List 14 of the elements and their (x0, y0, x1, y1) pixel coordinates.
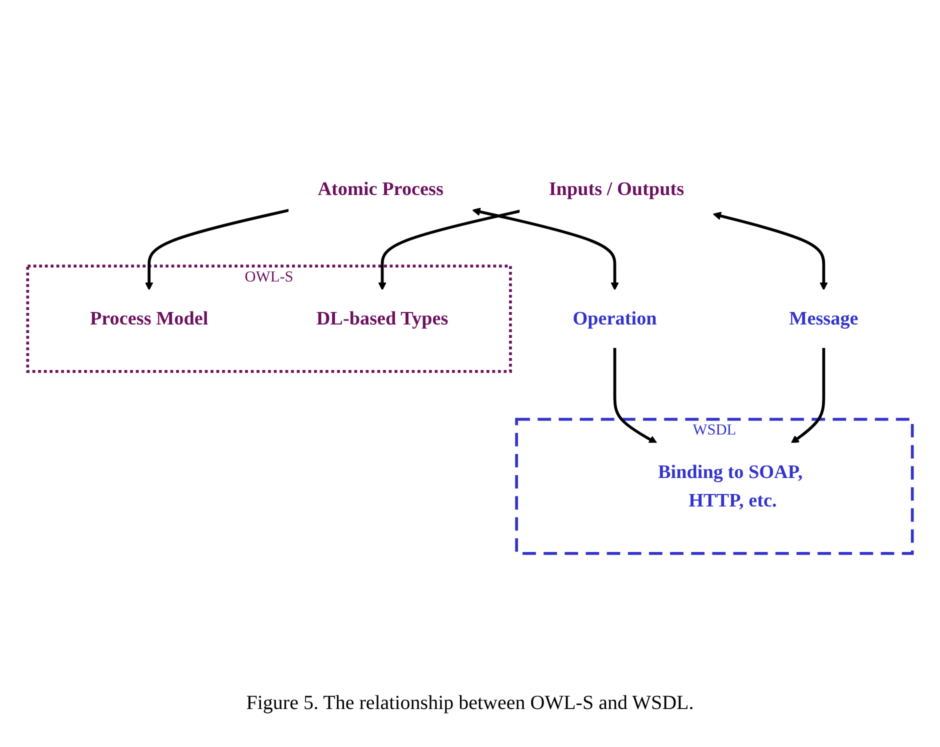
caption: Figure 5. The relationship between OWL-S and WSDL. (246, 692, 694, 715)
arrow (712, 212, 828, 290)
node-text: Binding to SOAP, HTTP, etc. (658, 461, 803, 512)
arrow (613, 347, 658, 444)
arrow (378, 210, 520, 290)
arrow (144, 208, 290, 290)
node-text: Process Model (90, 308, 208, 330)
arrow (790, 347, 826, 444)
node-text: DL-based Types (316, 308, 448, 330)
node-text: Inputs / Outputs (548, 178, 684, 200)
node-text: Message (789, 308, 858, 330)
node-text: Operation (572, 308, 657, 330)
node-text: Atomic Process (318, 178, 444, 200)
arrow (472, 208, 619, 290)
